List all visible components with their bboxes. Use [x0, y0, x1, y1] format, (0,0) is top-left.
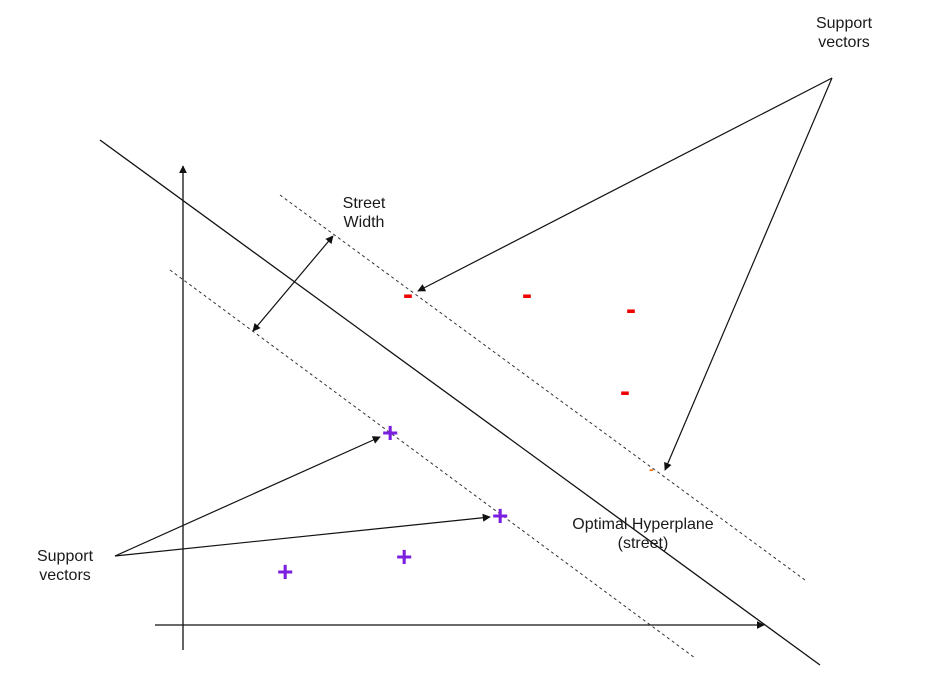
street-width-label: Street Width	[330, 194, 398, 232]
positive-point-support: +	[382, 417, 399, 448]
negative-point-support: -	[649, 461, 654, 477]
street-width-line2: Width	[343, 214, 385, 231]
optimal-hyperplane-line	[99, 139, 821, 666]
negative-point: -	[403, 278, 413, 311]
support-vectors-left-line2: vectors	[39, 567, 91, 584]
positive-point-support: +	[492, 500, 509, 531]
positive-point: +	[396, 541, 413, 572]
optimal-hyperplane-line1: Optimal Hyperplane	[572, 516, 714, 533]
support-arrow-top-2	[664, 77, 833, 471]
positive-point: +	[277, 556, 294, 587]
street-width-arrow	[252, 235, 334, 332]
support-arrow-top-1	[417, 77, 833, 292]
optimal-hyperplane-line2: (street)	[617, 535, 669, 552]
support-vectors-top-label: Support vectors	[808, 14, 880, 52]
support-arrow-left-1	[114, 436, 381, 557]
support-vectors-left-label: Support vectors	[27, 547, 103, 585]
support-vectors-top-line1: Support	[815, 15, 873, 32]
optimal-hyperplane-label: Optimal Hyperplane (street)	[553, 515, 733, 553]
lower-margin-line	[169, 269, 696, 659]
street-width-line1: Street	[342, 195, 386, 212]
support-vectors-left-line1: Support	[36, 548, 94, 565]
support-vectors-top-line2: vectors	[818, 34, 870, 51]
support-arrow-left-2	[114, 513, 491, 557]
negative-point: -	[626, 293, 636, 326]
negative-point: -	[620, 375, 630, 408]
upper-margin-line	[279, 194, 806, 581]
negative-point: -	[522, 278, 532, 311]
